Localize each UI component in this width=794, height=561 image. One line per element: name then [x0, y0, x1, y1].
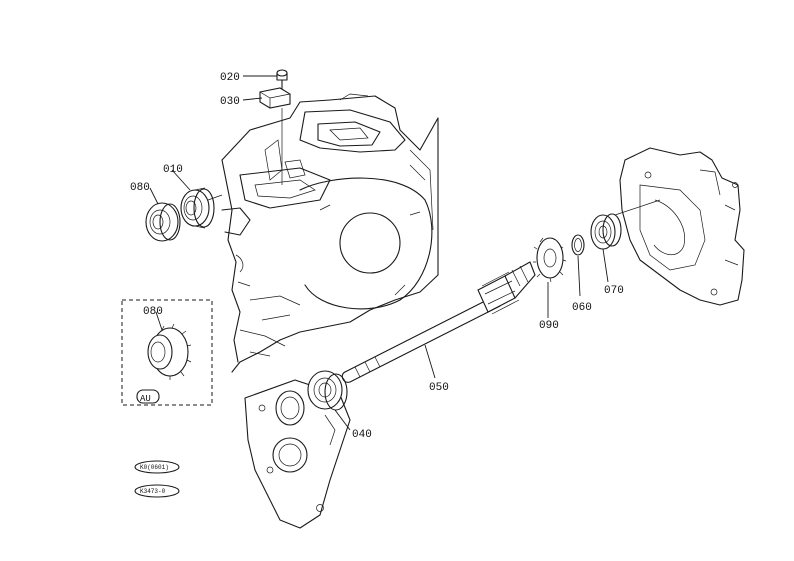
variant-tag-au: AU — [140, 394, 151, 404]
leader-lines — [149, 75, 609, 431]
circlip-060 — [571, 234, 585, 256]
bearing-040 — [307, 370, 348, 411]
callout-040: 040 — [352, 429, 372, 441]
callout-020: 020 — [220, 72, 240, 84]
reference-codes: K0(0601) K3473-0 — [134, 460, 180, 498]
callout-010: 010 — [163, 164, 183, 176]
ref-code-1: K0(0601) — [140, 464, 169, 471]
callout-090: 090 — [539, 320, 559, 332]
au-tag-frame — [136, 389, 160, 404]
gear-080-variant — [147, 323, 192, 380]
gear-090 — [533, 237, 567, 283]
transmission-case — [221, 93, 439, 373]
callout-030: 030 — [220, 96, 240, 108]
callout-060: 060 — [572, 302, 592, 314]
bearing-010 — [180, 187, 215, 229]
callout-080-top: 080 — [130, 182, 150, 194]
variant-box — [121, 299, 213, 406]
gear-080-top — [145, 202, 181, 242]
callout-labels: 020 030 010 080 080 090 060 070 050 040 … — [130, 72, 624, 441]
ref-code-2: K3473-0 — [140, 488, 166, 495]
right-housing — [614, 147, 745, 306]
bracket-030 — [259, 87, 291, 109]
bearing-070 — [590, 213, 622, 250]
main-shaft-050 — [341, 261, 536, 383]
callout-050: 050 — [429, 382, 449, 394]
callout-070: 070 — [604, 285, 624, 297]
callout-080-variant: 080 — [143, 306, 163, 318]
oil-seal — [275, 390, 305, 426]
